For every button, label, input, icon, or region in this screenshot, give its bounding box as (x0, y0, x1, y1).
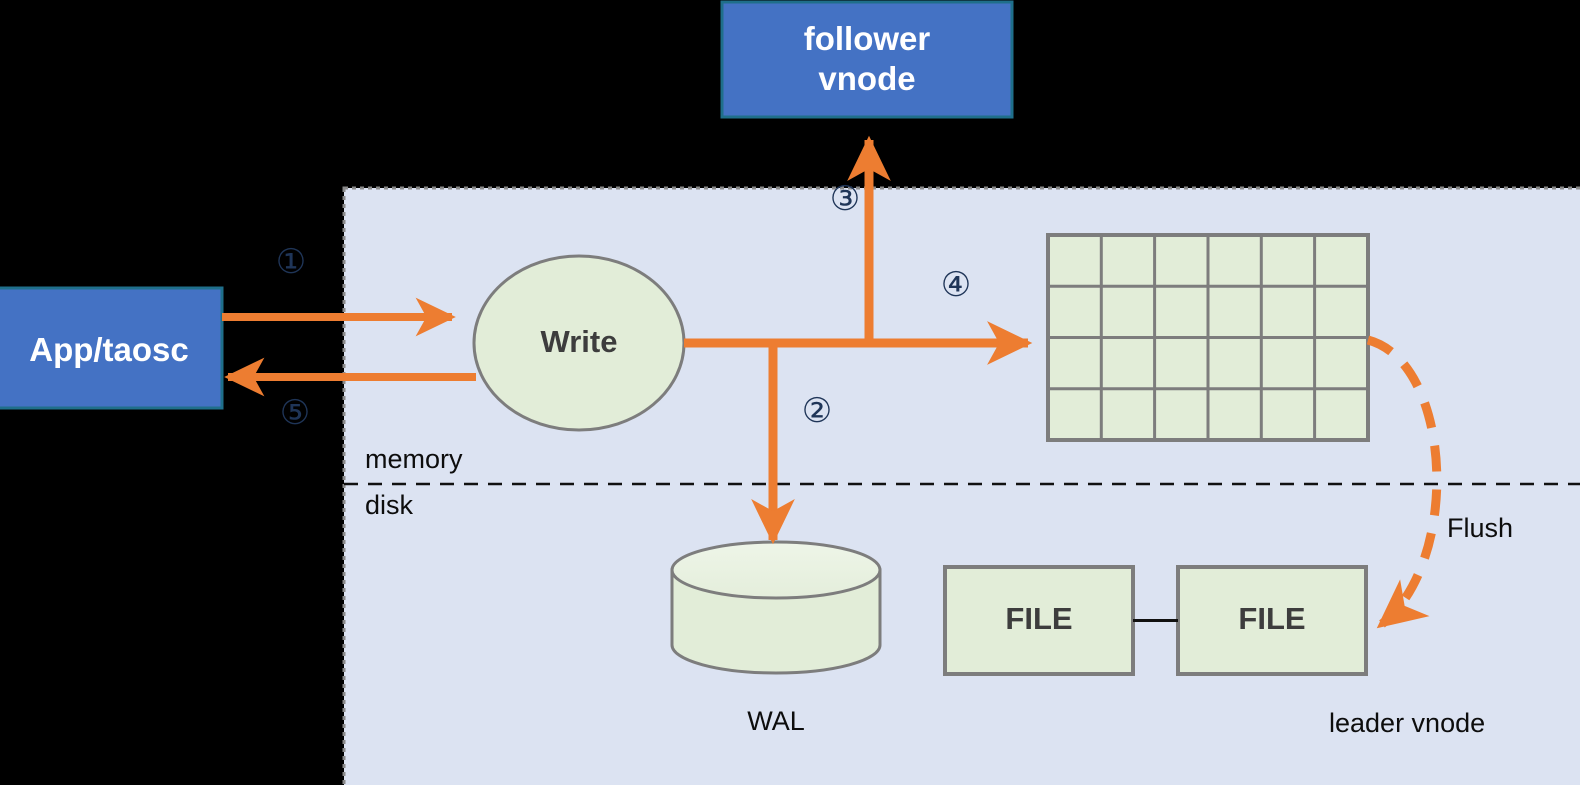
follower-vnode-box[interactable] (720, 0, 1014, 119)
app-taosc-label: App/taosc (29, 331, 189, 368)
wal-cylinder[interactable] (670, 540, 882, 675)
follower-vnode-label-line2: vnode (818, 60, 916, 97)
follower-vnode-label-line1: follower (803, 20, 931, 57)
memtable-grid[interactable] (1046, 233, 1370, 442)
file-box-right-label: FILE (1238, 601, 1306, 636)
file-box-left-label: FILE (1005, 601, 1073, 636)
file-box-right[interactable] (1176, 565, 1368, 676)
flush-arrow (1366, 335, 1442, 629)
wal-label: WAL (747, 706, 805, 736)
step-number-1: ① (275, 243, 307, 281)
write-node-label: Write (540, 324, 618, 359)
leader-vnode-caption: leader vnode (1329, 708, 1486, 738)
step-number-4: ④ (940, 266, 972, 304)
disk-tier-label: disk (365, 490, 414, 520)
step-number-3: ③ (829, 180, 861, 218)
step-number-5: ⑤ (279, 394, 311, 432)
step-number-2: ② (801, 392, 833, 430)
memory-tier-label: memory (365, 444, 463, 474)
flush-label: Flush (1447, 513, 1514, 543)
app-taosc-box[interactable] (0, 286, 224, 410)
